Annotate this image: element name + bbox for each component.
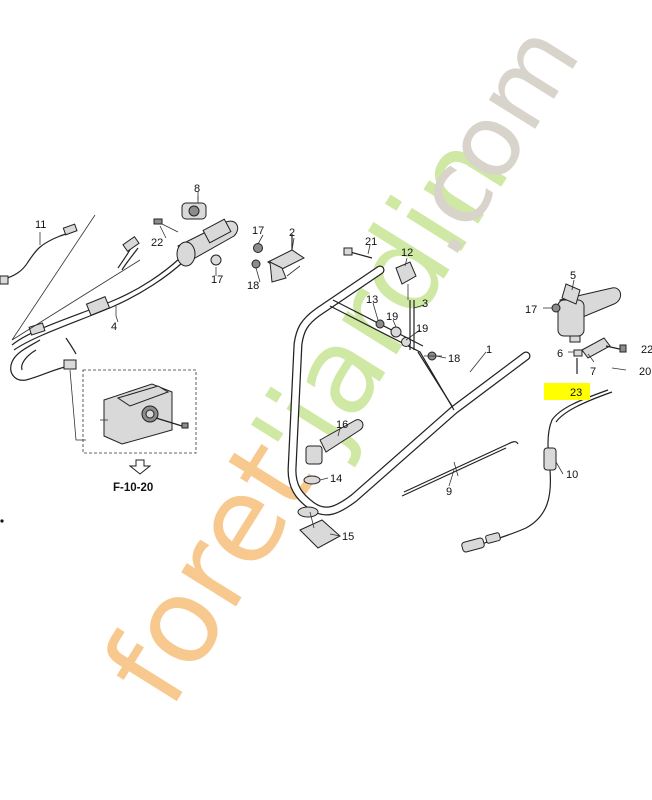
label-3[interactable]: 3 — [422, 298, 428, 310]
part-15-base — [297, 506, 341, 549]
label-7[interactable]: 7 — [590, 366, 596, 378]
label-9[interactable]: 9 — [446, 486, 452, 498]
label-22-left[interactable]: 22 — [151, 237, 163, 249]
label-18-left[interactable]: 18 — [247, 280, 259, 292]
label-23[interactable]: 23 — [570, 387, 582, 399]
part-4-harness — [10, 236, 184, 381]
leader-lines — [115, 192, 595, 537]
label-17-upper-left[interactable]: 17 — [252, 225, 264, 237]
label-2[interactable]: 2 — [289, 227, 295, 239]
engine-control-inset — [82, 369, 197, 454]
label-17-right[interactable]: 17 — [525, 304, 537, 316]
label-12[interactable]: 12 — [401, 247, 413, 259]
part-14-washer — [303, 475, 321, 485]
part-10-cable — [461, 389, 613, 553]
label-13[interactable]: 13 — [366, 294, 378, 306]
label-6[interactable]: 6 — [557, 348, 563, 360]
label-4[interactable]: 4 — [111, 321, 117, 333]
label-8[interactable]: 8 — [194, 183, 200, 195]
part-8-switch — [181, 196, 207, 220]
label-18-right[interactable]: 18 — [448, 353, 460, 365]
label-19-upper[interactable]: 19 — [386, 311, 398, 323]
highlight-23 — [544, 383, 590, 400]
part-9-rod — [401, 441, 519, 497]
label-22-right[interactable]: 22 — [641, 344, 652, 356]
right-grip-assembly — [551, 283, 627, 374]
label-11[interactable]: 11 — [35, 219, 46, 231]
label-1[interactable]: 1 — [486, 344, 492, 356]
label-5[interactable]: 5 — [570, 270, 576, 282]
label-10[interactable]: 10 — [566, 469, 578, 481]
left-grip-assembly — [153, 218, 239, 267]
part-21-bolt — [343, 247, 373, 259]
label-21[interactable]: 21 — [365, 236, 377, 248]
label-14[interactable]: 14 — [330, 473, 342, 485]
reference-arrow — [128, 459, 152, 475]
reference-f-10-20[interactable]: F-10-20 — [113, 482, 153, 494]
edge-dot — [0, 519, 4, 523]
part-labels: 11 8 22 17 17 2 18 21 12 3 13 19 19 18 1… — [35, 183, 652, 543]
label-16[interactable]: 16 — [336, 419, 348, 431]
label-15[interactable]: 15 — [342, 531, 354, 543]
label-17-lower-left[interactable]: 17 — [211, 274, 223, 286]
part-17-nut-left — [210, 243, 263, 269]
label-20[interactable]: 20 — [639, 366, 651, 378]
part-16-knob — [305, 419, 364, 465]
part-2-bracket — [267, 234, 305, 283]
label-19-lower[interactable]: 19 — [416, 323, 428, 335]
part-11-cable — [0, 223, 78, 285]
watermark: foret 'jardin .com — [77, 5, 603, 727]
